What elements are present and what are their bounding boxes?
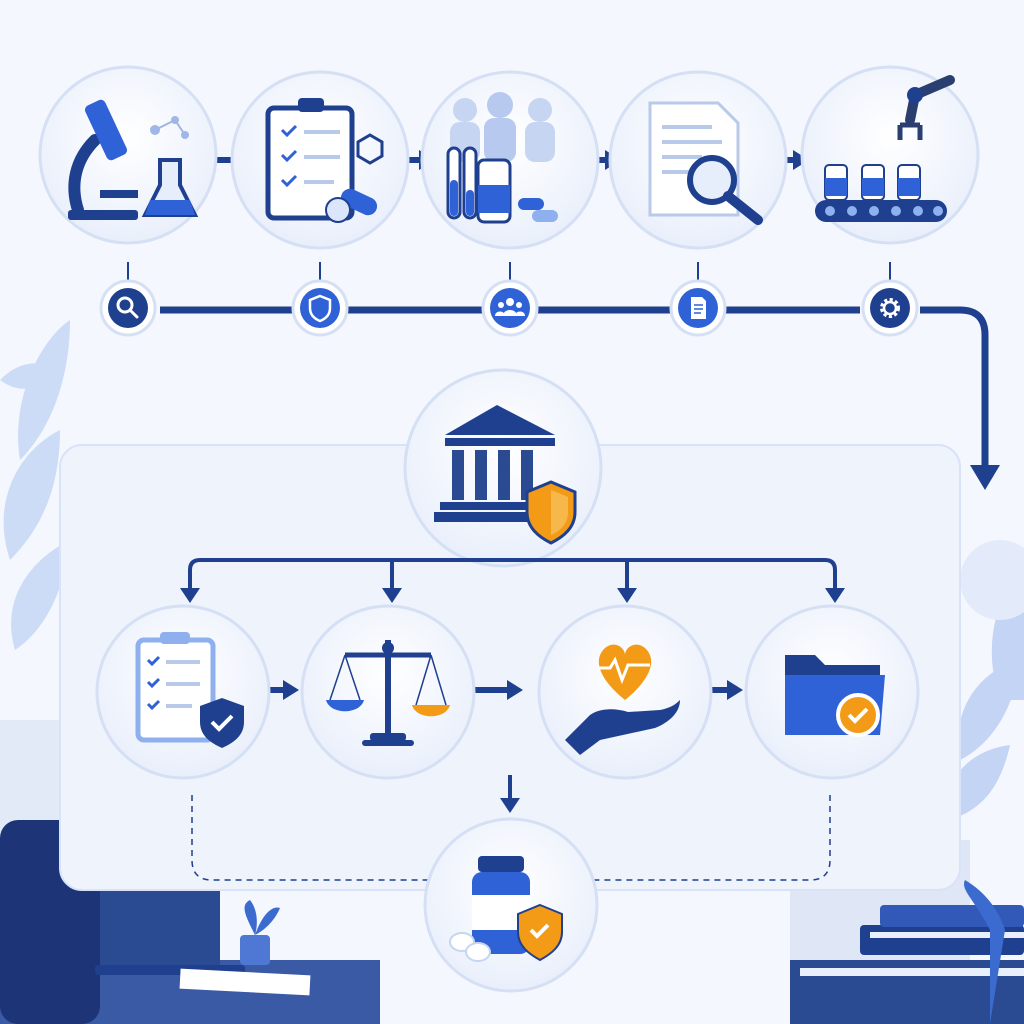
right-plant-decoration <box>948 540 1024 820</box>
timeline-marker-document <box>669 279 727 337</box>
down-arrow-to-regulator <box>970 465 1000 490</box>
government-building-shield-icon <box>434 405 577 545</box>
stage-circle-research <box>38 65 218 245</box>
book-stack <box>790 880 1024 1024</box>
bottom-row-arrows <box>266 680 743 700</box>
document-icon <box>691 297 706 319</box>
paper-sheet <box>179 968 311 996</box>
timeline-marker-magnifier <box>99 279 157 337</box>
timeline <box>99 262 1000 490</box>
desk-plant-pot <box>240 935 270 965</box>
outcome-circle <box>423 817 599 993</box>
timeline-marker-shield <box>291 279 349 337</box>
magnifier-icon <box>116 296 139 319</box>
stage-circle-approval-dossier <box>744 604 920 780</box>
timeline-marker-people <box>481 279 539 337</box>
laptop-screen <box>100 880 220 970</box>
people-icon <box>495 298 525 316</box>
shield-icon <box>308 294 332 323</box>
timeline-marker-gear <box>861 279 919 337</box>
folder-check-icon <box>785 655 885 737</box>
left-plant-decoration <box>0 320 71 650</box>
regulator-circle <box>403 368 603 568</box>
outcome-connectors <box>191 775 831 881</box>
microscope-flask-icon <box>68 99 199 220</box>
stage-circle-documentation-review <box>608 70 788 250</box>
balance-scale-icon <box>326 640 450 746</box>
clipboard-molecule-pills-icon <box>265 98 384 223</box>
robot-arm-conveyor-icon <box>815 75 955 222</box>
stage-circle-risk-benefit <box>300 604 476 780</box>
stage-circle-manufacturing <box>800 65 980 245</box>
medicine-bottle-shield-icon <box>449 856 563 962</box>
document-magnifier-icon <box>648 101 763 225</box>
stage-circle-preclinical <box>230 70 410 250</box>
test-tubes-people-icon <box>446 92 558 224</box>
stage-circle-compliance-checklist <box>95 604 271 780</box>
stage-circle-clinical-trials <box>420 70 600 250</box>
stage-circle-patient-safety <box>537 604 713 780</box>
distribution-arrows <box>180 558 845 603</box>
clipboard-shield-icon <box>135 632 244 748</box>
heart-hand-icon <box>565 644 680 755</box>
gear-icon <box>880 298 900 318</box>
